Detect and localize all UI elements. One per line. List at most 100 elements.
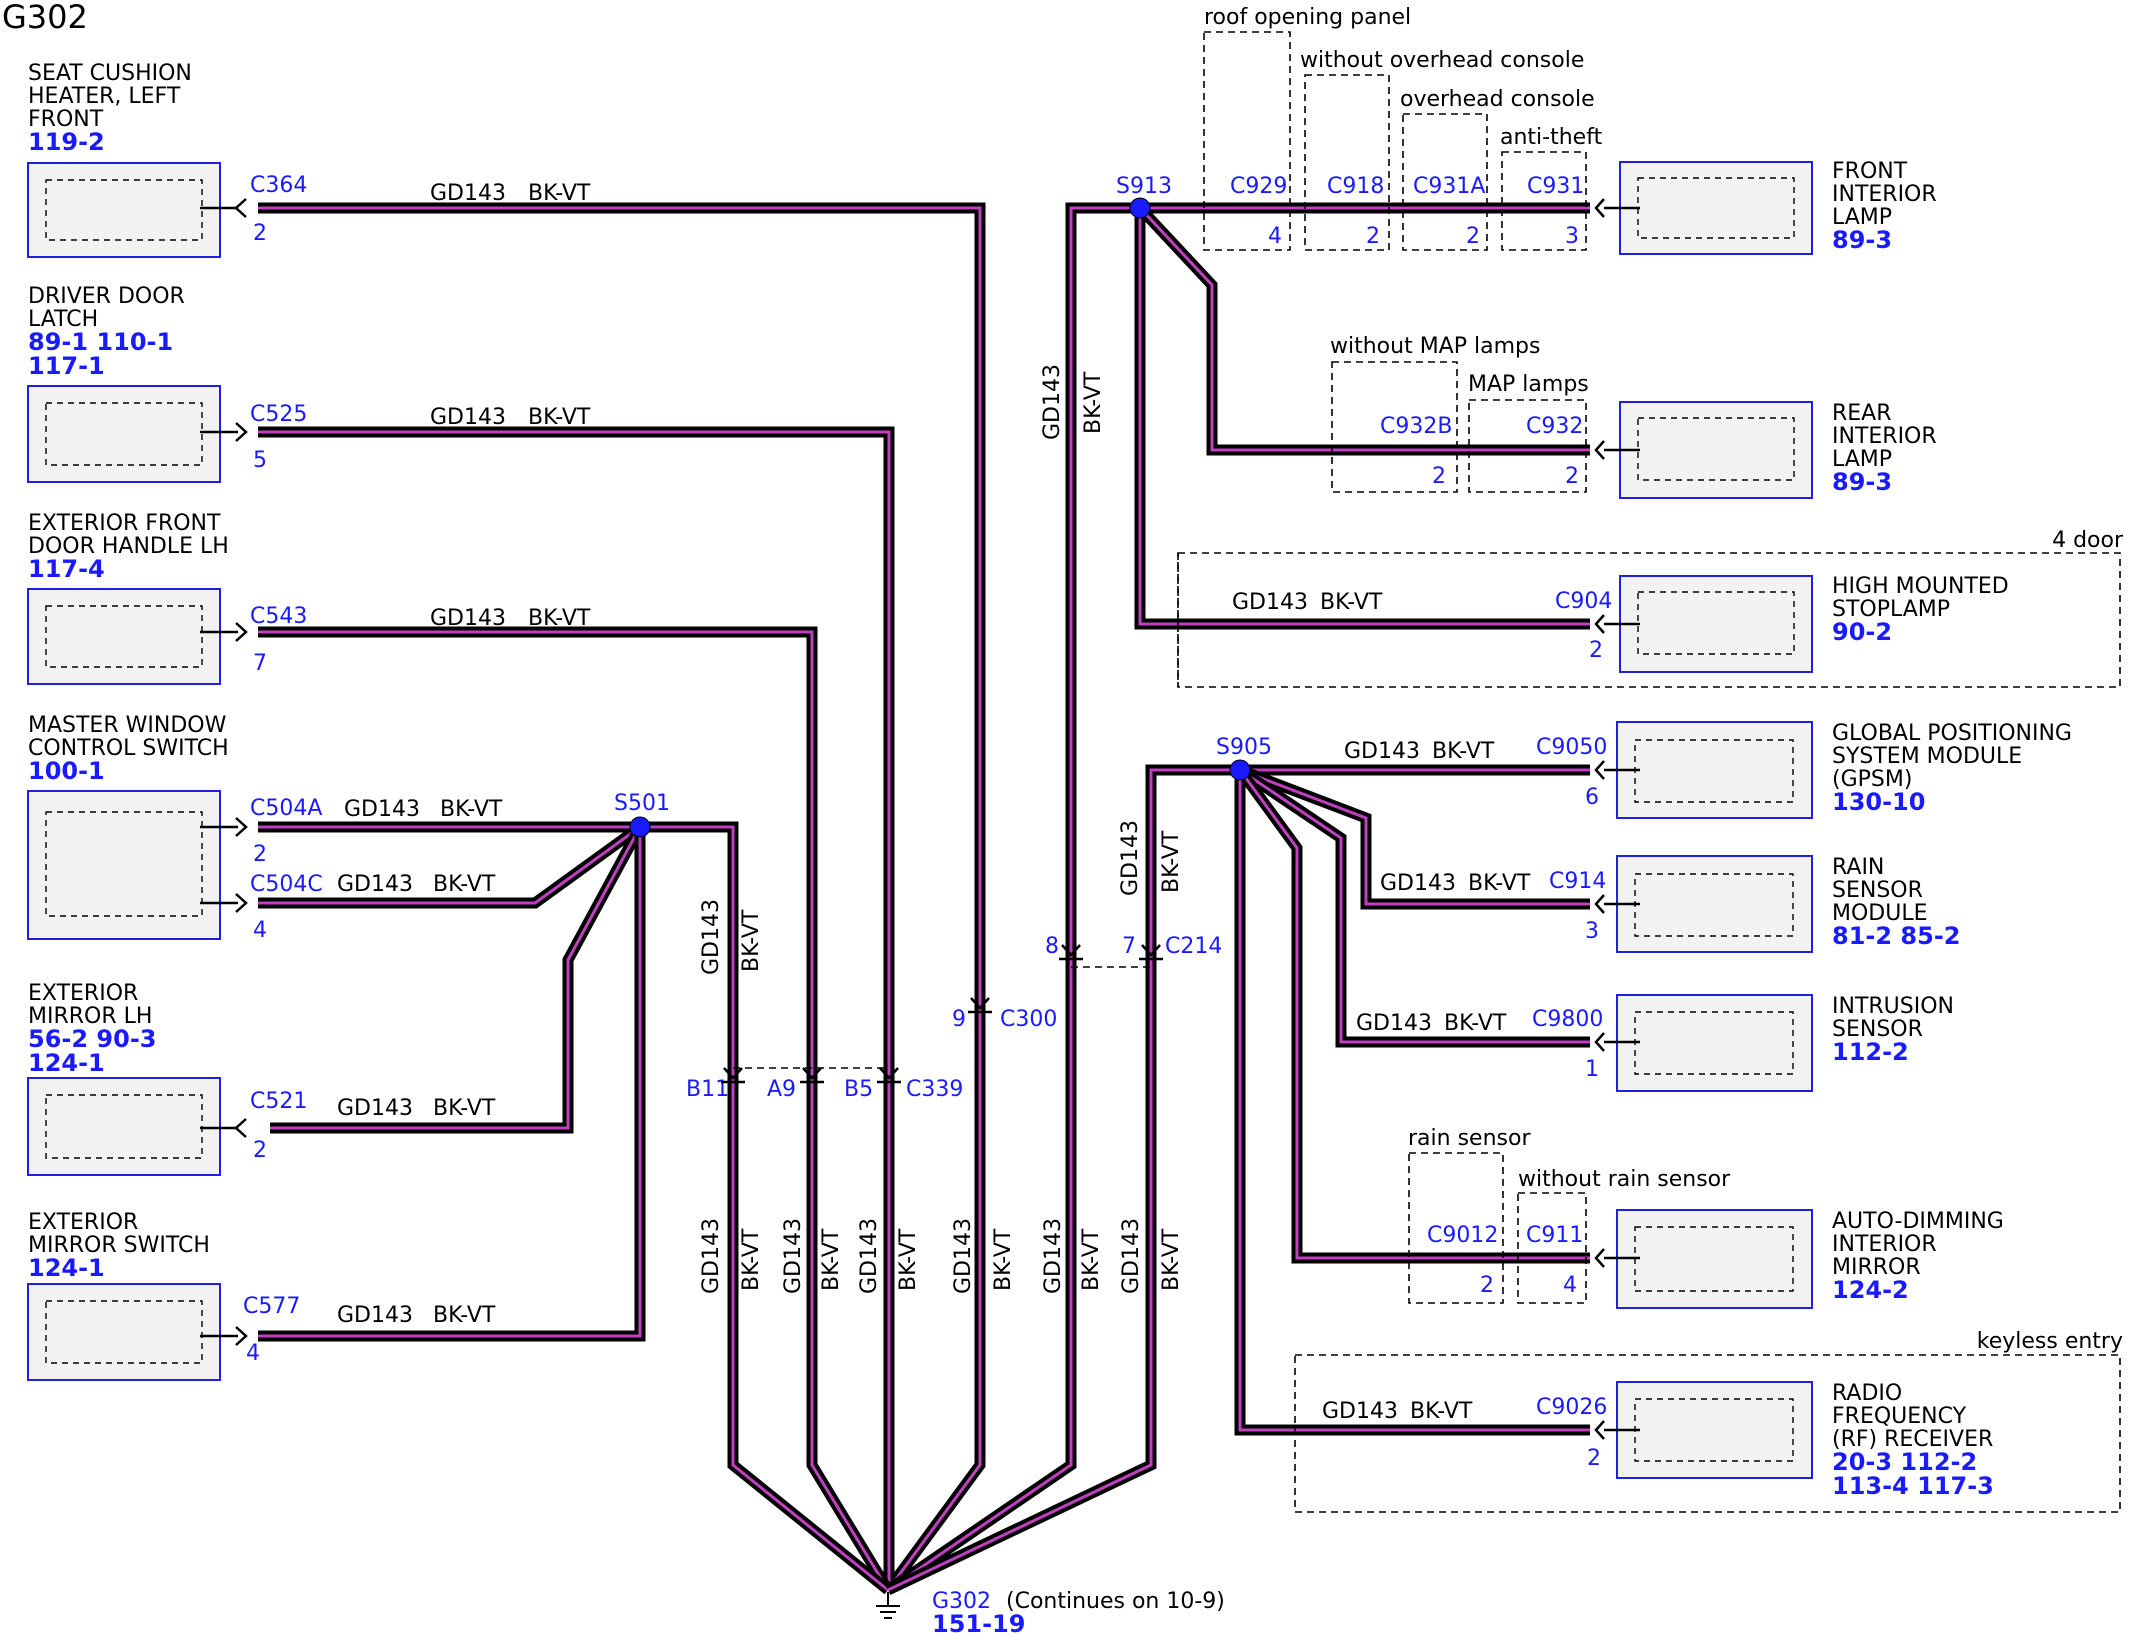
wire-color-label: BK-VT <box>1159 830 1184 893</box>
component-gpsm: GLOBAL POSITIONING SYSTEM MODULE (GPSM) … <box>1616 721 2072 819</box>
wire-circuit-label: GD143 <box>337 1096 413 1121</box>
page-reference: 89-3 <box>1832 468 1892 496</box>
connector-label: C521 <box>250 1089 307 1114</box>
wire-color-label: BK-VT <box>991 1228 1016 1291</box>
component-box[interactable] <box>27 790 221 940</box>
component-name: STOPLAMP <box>1832 597 1950 622</box>
wire-segment-core <box>1238 770 1590 1432</box>
splice-dot[interactable] <box>1229 759 1251 781</box>
inline-pin-label: 9 <box>952 1007 966 1032</box>
pin-number: 4 <box>246 1341 260 1366</box>
option-label: without MAP lamps <box>1330 334 1540 359</box>
component-box[interactable] <box>1616 994 1813 1092</box>
inline-pin-label: A9 <box>767 1077 796 1102</box>
component-inner <box>1637 591 1795 655</box>
wire-circuit-label: GD143 <box>1322 1399 1398 1424</box>
component-box[interactable] <box>1616 855 1813 953</box>
component-box[interactable] <box>1619 401 1813 499</box>
connector-label: C9012 <box>1427 1223 1498 1248</box>
pin-number: 2 <box>1565 464 1579 489</box>
component-box[interactable] <box>1619 161 1813 255</box>
wire-color-label: BK-VT <box>1410 1399 1473 1424</box>
component-auto-dimming-mirror: AUTO-DIMMING INTERIOR MIRROR 124-2 <box>1616 1209 2004 1309</box>
connector-arrow-icon <box>1594 614 1605 634</box>
pin-number: 2 <box>1466 224 1480 249</box>
component-name: REAR <box>1832 401 1892 426</box>
page-reference: 130-10 <box>1832 788 1925 816</box>
component-exterior-mirror-lh: EXTERIOR MIRROR LH 56-2 90-3 124-1 C521 … <box>27 981 307 1176</box>
wire-segment-core <box>258 206 982 1591</box>
wire-circuit-label: GD143 <box>1356 1011 1432 1036</box>
component-name: MASTER WINDOW <box>28 713 227 738</box>
ground-reference: 151-19 <box>932 1610 1025 1635</box>
diagram-title: G302 <box>2 0 88 36</box>
component-box[interactable] <box>1616 721 1813 819</box>
inline-connector-arrow-icon <box>970 997 990 1010</box>
wire-color-label: BK-VT <box>528 405 591 430</box>
wire-circuit-label: GD143 <box>1040 364 1065 440</box>
component-exterior-mirror-switch: EXTERIOR MIRROR SWITCH 124-1 C577 4 <box>27 1210 300 1381</box>
wire-segment-core <box>258 827 642 1338</box>
wire-color-label: BK-VT <box>528 606 591 631</box>
page-reference: 81-2 85-2 <box>1832 922 1960 950</box>
splice-dot[interactable] <box>629 816 651 838</box>
component-name: (GPSM) <box>1832 767 1912 792</box>
option-label: anti-theft <box>1500 125 1603 150</box>
component-name: SENSOR <box>1832 1017 1923 1042</box>
wire-circuit-label: GD143 <box>951 1218 976 1294</box>
connector-label: C932B <box>1380 414 1452 439</box>
component-box[interactable] <box>1616 1209 1813 1309</box>
component-rain-sensor-module: RAIN SENSOR MODULE 81-2 85-2 <box>1616 855 1960 953</box>
option-label: 4 door <box>2052 528 2124 553</box>
component-name: LAMP <box>1832 447 1892 472</box>
component-box[interactable] <box>27 162 221 258</box>
connector-label: C504A <box>250 796 322 821</box>
component-inner <box>45 811 203 917</box>
wire-color-label: BK-VT <box>528 181 591 206</box>
option-box-without-overhead <box>1304 74 1390 251</box>
wire-segment-core <box>258 630 890 1591</box>
ground-label: G302 <box>932 1589 991 1614</box>
component-name: EXTERIOR <box>28 1210 138 1235</box>
connector-arrow-icon <box>235 893 248 913</box>
pin-number: 2 <box>253 1138 267 1163</box>
inline-pin-label: 8 <box>1045 934 1059 959</box>
pin-number: 4 <box>253 918 267 943</box>
splice-dot[interactable] <box>1129 197 1151 219</box>
option-region-4-door <box>1177 552 2121 688</box>
wire-color-label: BK-VT <box>1444 1011 1507 1036</box>
option-box-map-lamps <box>1468 399 1587 493</box>
page-reference: 112-2 <box>1832 1038 1909 1066</box>
component-box[interactable] <box>27 1283 221 1381</box>
component-box[interactable] <box>27 385 221 483</box>
wire-circuit-label: GD143 <box>1380 871 1456 896</box>
connector-label: C918 <box>1327 174 1384 199</box>
inline-connector-id: C339 <box>906 1077 963 1102</box>
wire-paths <box>258 202 1590 1595</box>
connector-label: C543 <box>250 604 307 629</box>
component-box[interactable] <box>1616 1381 1813 1479</box>
component-box[interactable] <box>1619 575 1813 673</box>
option-box-overhead-console <box>1402 113 1488 251</box>
page-reference: 124-1 <box>28 1254 105 1282</box>
component-box[interactable] <box>27 588 221 685</box>
page-reference: 117-4 <box>28 555 105 583</box>
component-name: LATCH <box>28 307 98 332</box>
component-name: INTRUSION <box>1832 994 1954 1019</box>
ground-icon <box>876 1592 900 1619</box>
component-name: INTERIOR <box>1832 424 1937 449</box>
wire-segment-core <box>1138 206 1590 452</box>
splices: S501 S913 S905 <box>614 174 1272 838</box>
right-connector-labels: C904 2 C9050 6 C914 3 C9800 1 C9026 2 <box>1532 589 1612 1471</box>
component-box[interactable] <box>27 1077 221 1176</box>
component-name: RADIO <box>1832 1381 1902 1406</box>
component-name: HEATER, LEFT <box>28 84 181 109</box>
page-reference: 124-1 <box>28 1049 105 1077</box>
wire-color-label: BK-VT <box>1432 739 1495 764</box>
connector-arrow-icon <box>1594 760 1605 780</box>
component-inner <box>45 179 203 241</box>
pin-number: 4 <box>1268 224 1282 249</box>
component-name: EXTERIOR <box>28 981 138 1006</box>
wire-color-label: BK-VT <box>1081 371 1106 434</box>
component-name: FREQUENCY <box>1832 1404 1967 1429</box>
